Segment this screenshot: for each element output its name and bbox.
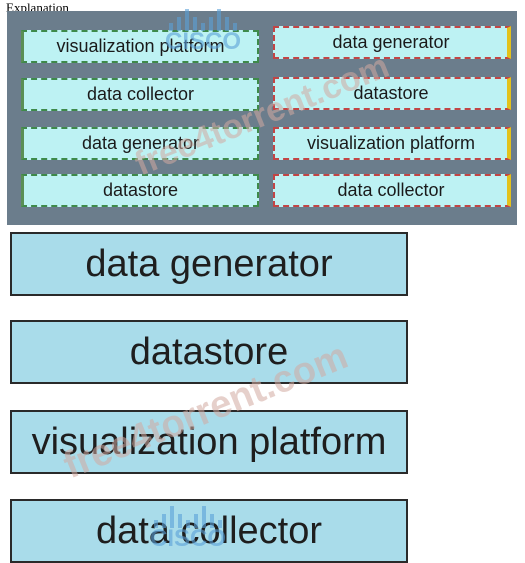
drag-item-data-generator-2[interactable]: data generator: [21, 127, 259, 160]
drag-source-panel: visualization platform data generator da…: [7, 9, 517, 225]
drag-item-datastore[interactable]: datastore: [273, 77, 511, 110]
drag-item-visualization-platform[interactable]: visualization platform: [21, 30, 259, 63]
drag-item-visualization-platform-2[interactable]: visualization platform: [273, 127, 511, 160]
drag-item-data-collector[interactable]: data collector: [21, 78, 259, 111]
answer-slot-3[interactable]: visualization platform: [10, 410, 408, 474]
answer-slot-4[interactable]: data collector: [10, 499, 408, 563]
drag-item-datastore-2[interactable]: datastore: [21, 174, 259, 207]
drag-item-data-generator[interactable]: data generator: [273, 26, 511, 59]
answer-slot-1[interactable]: data generator: [10, 232, 408, 296]
drag-item-data-collector-2[interactable]: data collector: [273, 174, 511, 207]
cisco-bars-icon: [169, 9, 237, 31]
watermark-text: free4torrent.com: [129, 46, 395, 184]
answer-slot-2[interactable]: datastore: [10, 320, 408, 384]
